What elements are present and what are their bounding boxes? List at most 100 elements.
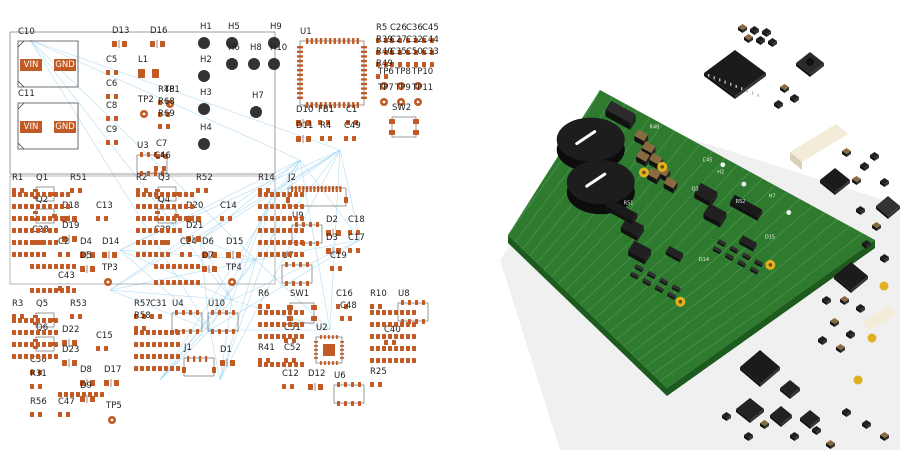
ref-label: C5	[106, 55, 117, 65]
chip-top	[749, 266, 759, 273]
float-side	[880, 257, 885, 263]
component-r52: R52	[196, 173, 213, 193]
qfn-pad	[340, 345, 344, 347]
filler-pad-row	[136, 240, 170, 245]
float-side	[835, 180, 850, 195]
pad	[294, 334, 298, 339]
pad	[414, 38, 418, 43]
diode-pad	[230, 360, 235, 366]
qfp-pad	[361, 78, 367, 81]
float-side	[846, 411, 851, 417]
pad	[178, 192, 182, 197]
silkscreen-label: D15	[765, 235, 775, 241]
pad	[154, 280, 158, 285]
filler-pad-row	[12, 240, 58, 245]
pad	[400, 310, 404, 315]
ref-label: C36	[406, 23, 423, 33]
pad	[378, 304, 382, 309]
pad	[164, 330, 168, 335]
ref-label: C2	[58, 237, 69, 247]
pad	[288, 240, 292, 245]
pad	[18, 354, 22, 359]
filler-pad-row	[136, 228, 182, 233]
ratsnest-line	[219, 149, 341, 381]
float-side	[884, 181, 889, 187]
pad	[398, 38, 402, 43]
float-side	[842, 151, 847, 157]
filler-pad-row	[12, 216, 70, 221]
transistor-q3	[694, 182, 718, 208]
ref-label: C13	[96, 201, 113, 211]
chip-side	[632, 213, 638, 225]
pad	[18, 228, 22, 233]
pad	[346, 120, 350, 125]
pad	[54, 192, 58, 197]
pad	[96, 216, 100, 221]
pad	[288, 362, 292, 367]
smd-resistor	[642, 278, 652, 287]
qfp-pad	[361, 46, 367, 49]
float-smd-24	[836, 344, 845, 353]
ref-label: C6	[106, 79, 117, 89]
component-h8: H8	[248, 43, 262, 70]
chip-side	[703, 213, 720, 228]
pad	[406, 358, 410, 363]
pad	[58, 392, 62, 397]
qfp-pad	[361, 69, 367, 72]
qfn-pad	[324, 361, 326, 365]
pad	[352, 136, 356, 141]
qfp-pad	[361, 64, 367, 67]
filler-pad-row	[12, 252, 46, 257]
ic-pad	[285, 281, 288, 286]
ref-label: H8	[250, 43, 262, 53]
component-c12: C12	[282, 369, 299, 389]
component-c8: C8	[106, 101, 118, 121]
ratsnest-line	[109, 149, 341, 291]
ref-label: TP11	[411, 83, 433, 93]
ref-label: D6	[202, 237, 214, 247]
diode-pad	[306, 120, 311, 126]
silkscreen-label: C45	[703, 158, 713, 164]
pad	[398, 50, 402, 55]
pad-gnd	[54, 59, 76, 71]
float-testpoint-1	[867, 333, 877, 343]
pad	[188, 252, 192, 257]
pad	[148, 240, 152, 245]
float-smd-18	[840, 296, 849, 305]
component-d15: D15	[226, 237, 243, 259]
cap-outline	[17, 102, 79, 150]
pad	[384, 74, 388, 79]
pad	[264, 252, 268, 257]
diode-pad	[90, 380, 95, 386]
pad	[382, 310, 386, 315]
pad	[54, 330, 58, 335]
pad	[388, 322, 392, 327]
chip-side	[719, 212, 727, 228]
pad	[158, 342, 162, 347]
pad	[166, 240, 170, 245]
filler-pad-row	[58, 392, 104, 397]
ratsnest-line	[255, 259, 331, 331]
pad	[72, 288, 76, 293]
pad	[42, 192, 46, 197]
pad	[94, 392, 98, 397]
component-d21: D21	[186, 221, 203, 243]
pad	[12, 314, 16, 319]
cap-bevel	[17, 102, 25, 150]
pad	[266, 358, 270, 363]
ref-label: SW1	[290, 289, 309, 299]
pad	[178, 280, 182, 285]
float-diode	[780, 380, 800, 399]
pad	[300, 322, 304, 327]
chip-top	[605, 198, 638, 221]
pad	[140, 330, 144, 335]
float-testpoint-0	[879, 281, 889, 291]
float-smd-8	[774, 100, 783, 109]
ic-pad	[309, 241, 312, 246]
ref-label: C49	[344, 121, 361, 131]
pad	[42, 228, 46, 233]
float-side	[760, 367, 780, 387]
component-fb1: FB1	[318, 105, 334, 125]
float-side	[864, 165, 869, 171]
pad	[114, 116, 118, 121]
